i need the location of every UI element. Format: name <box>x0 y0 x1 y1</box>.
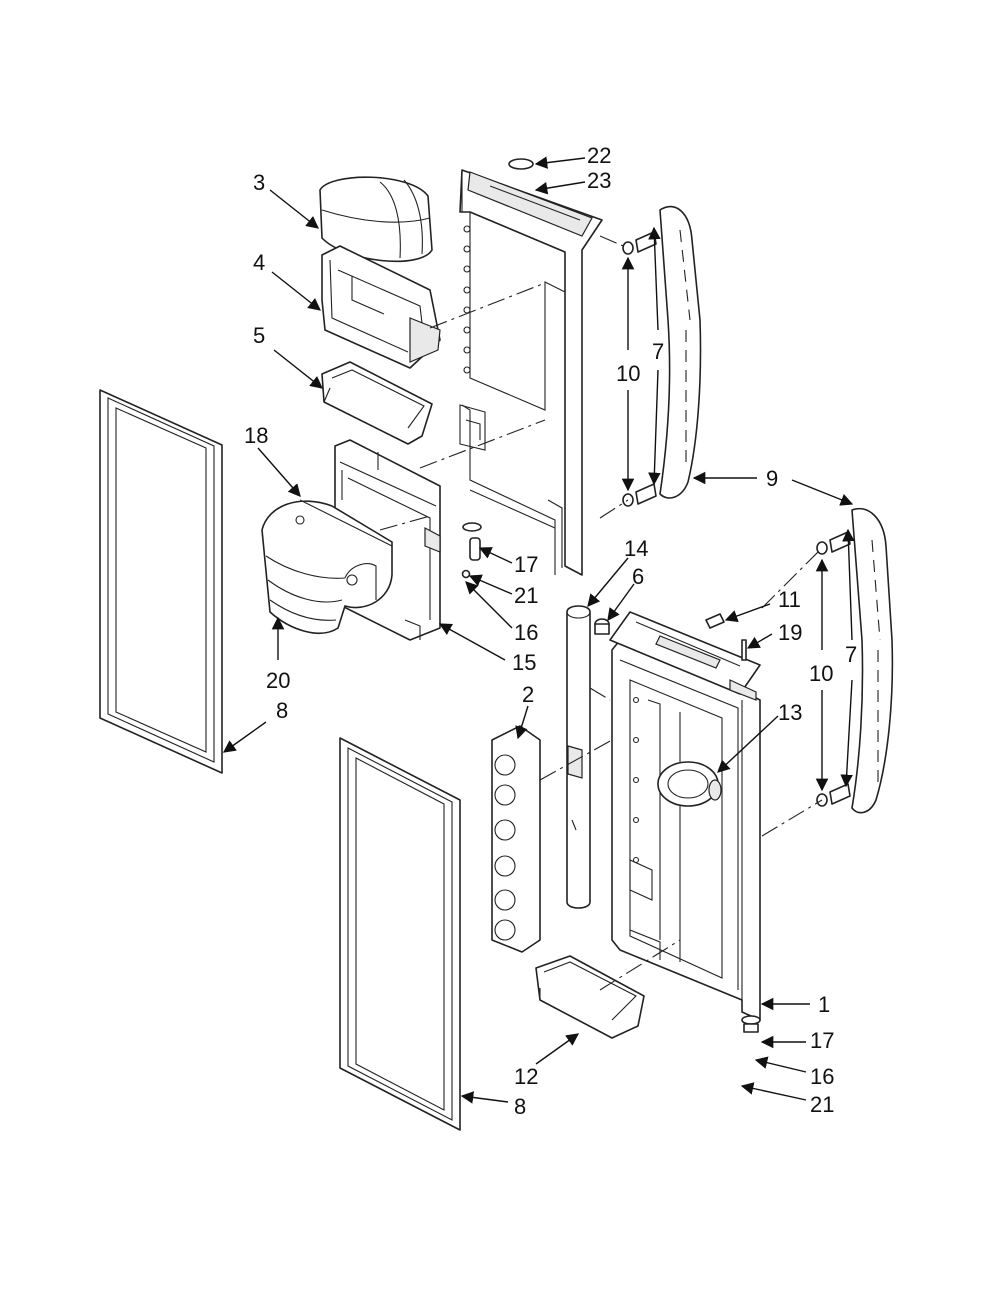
callout-19: 19 <box>778 620 802 645</box>
upper-hinge-hardware <box>461 522 482 579</box>
callout-11: 11 <box>778 587 801 612</box>
callout-8-upper: 8 <box>276 698 288 723</box>
callout-6: 6 <box>632 564 644 589</box>
callout-15: 15 <box>512 650 536 675</box>
callout-14: 14 <box>624 536 648 561</box>
callout-5: 5 <box>253 323 265 348</box>
callout-21-lower: 21 <box>810 1092 834 1117</box>
callout-17-upper: 17 <box>514 552 538 577</box>
callout-2: 2 <box>522 682 534 707</box>
lens-part <box>508 158 534 170</box>
leader-lines <box>222 156 855 1104</box>
door-gasket-upper <box>99 389 223 774</box>
callout-16-upper: 16 <box>514 620 538 645</box>
callout-7-upper: 7 <box>652 339 664 364</box>
alignment-lines <box>377 235 823 991</box>
bin-cover <box>319 176 433 263</box>
can-rack <box>491 725 541 953</box>
tray <box>321 361 433 445</box>
bin-frame <box>321 245 441 369</box>
shelf-dimples <box>463 225 471 374</box>
lower-bin <box>535 955 645 1039</box>
callout-9: 9 <box>766 466 778 491</box>
callout-10-lower: 10 <box>809 661 833 686</box>
bushing <box>594 618 610 635</box>
callout-22: 22 <box>587 143 611 168</box>
ice-bin-front <box>261 499 393 634</box>
callout-1: 1 <box>818 992 830 1017</box>
callout-labels: 22 23 3 4 5 18 20 8 17 21 16 15 14 6 2 1… <box>244 143 857 1119</box>
callout-3: 3 <box>253 170 265 195</box>
callout-17-lower: 17 <box>810 1028 834 1053</box>
callout-21-upper: 21 <box>514 583 538 608</box>
door-handle-lower <box>816 507 894 814</box>
callout-4: 4 <box>253 250 265 275</box>
callout-20: 20 <box>266 668 290 693</box>
callout-13: 13 <box>778 700 802 725</box>
callout-18: 18 <box>244 423 268 448</box>
callout-7-lower: 7 <box>845 642 857 667</box>
callout-12: 12 <box>514 1064 538 1089</box>
screw-part <box>741 639 747 661</box>
door-gasket-lower <box>339 737 461 1131</box>
callout-23: 23 <box>587 168 611 193</box>
lower-door-assembly <box>609 611 761 1033</box>
trim-strip <box>566 605 591 909</box>
hinge-pin-part <box>705 613 725 629</box>
callout-16-lower: 16 <box>810 1064 834 1089</box>
callout-10-upper: 10 <box>616 361 640 386</box>
upper-door-liner <box>459 169 603 576</box>
callout-8-lower: 8 <box>514 1094 526 1119</box>
door-handle-upper <box>622 205 702 507</box>
